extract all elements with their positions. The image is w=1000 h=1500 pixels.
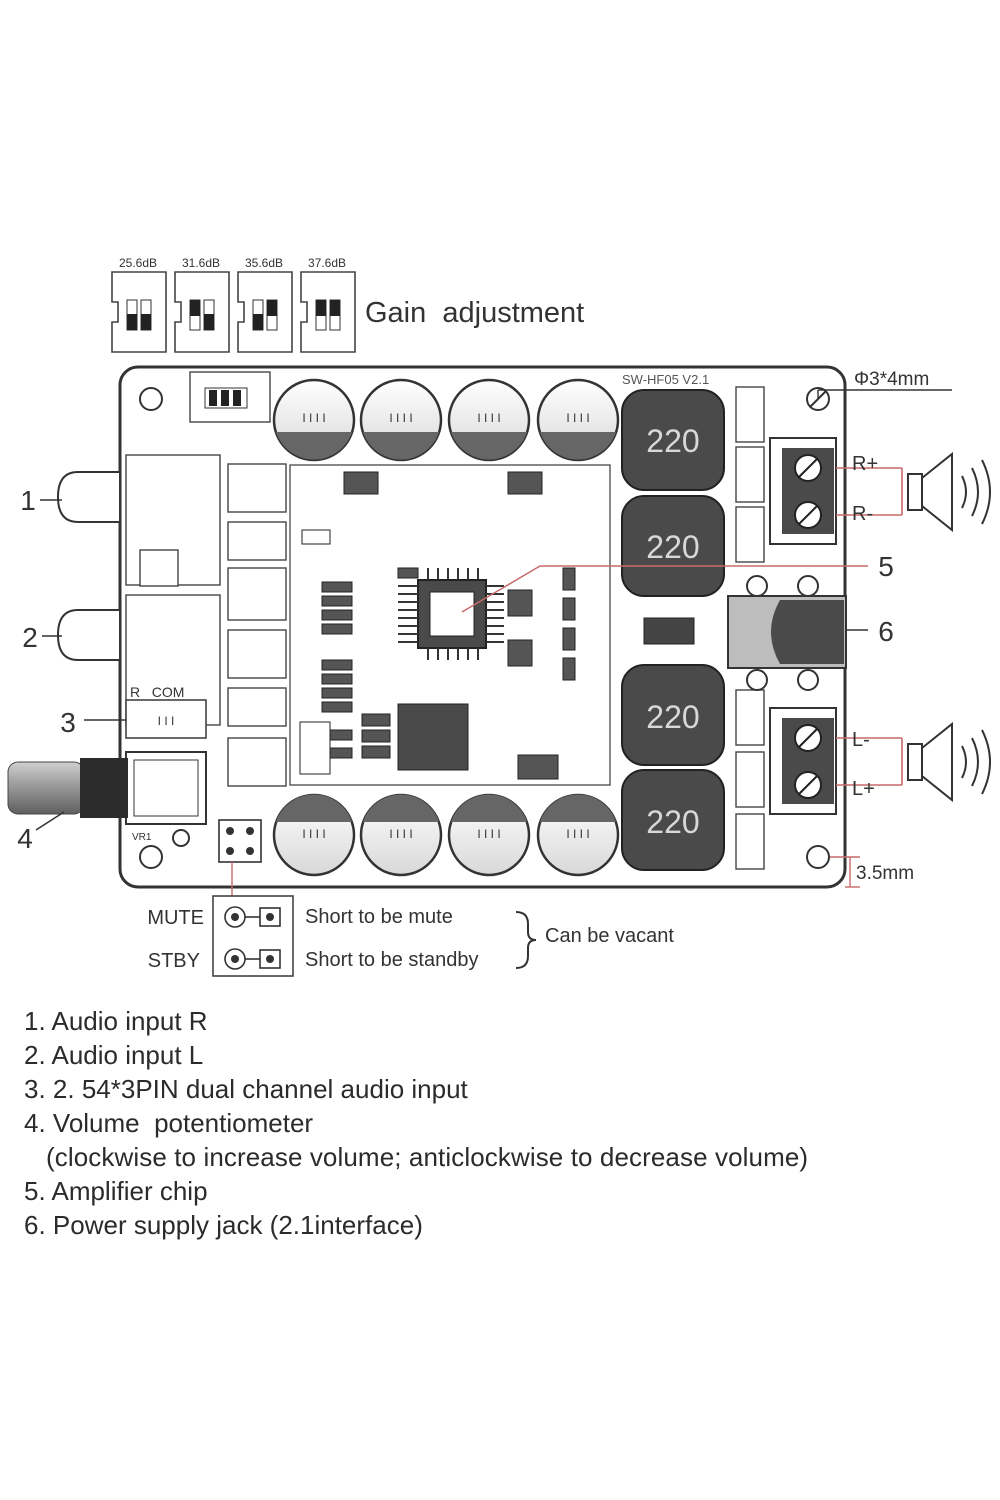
svg-text:I I I I: I I I I <box>302 827 325 841</box>
svg-text:I I I I: I I I I <box>389 827 412 841</box>
dip-switch-1[interactable] <box>111 271 167 353</box>
svg-text:2: 2 <box>22 622 38 653</box>
mute-description: Short to be mute <box>305 906 453 928</box>
legend-list: 1. Audio input R 2. Audio input L 3. 2. … <box>24 1004 999 1242</box>
svg-text:5: 5 <box>878 551 894 582</box>
diode-icon <box>643 617 695 645</box>
legend-item-6: 6. Power supply jack (2.1interface) <box>24 1210 423 1240</box>
inductor-3-label: 220 <box>646 699 699 735</box>
speaker-terminal-left[interactable] <box>769 707 837 815</box>
stby-jumper-icon[interactable] <box>224 948 281 970</box>
mount-hole-bottom-right-icon <box>806 845 830 869</box>
callout-4: 4 <box>17 811 65 854</box>
audio-jack-right[interactable] <box>56 471 121 523</box>
svg-text:1: 1 <box>20 485 36 516</box>
capacitor-top-3-icon: I I I I <box>447 378 531 462</box>
gain-option-1: 25.6dB <box>119 256 157 270</box>
gain-option-2: 31.6dB <box>182 256 220 270</box>
callout-5: 5 <box>461 551 894 613</box>
inductor-3-icon: 220 <box>621 664 725 766</box>
callout-3: 3 <box>60 707 126 738</box>
callout-6: 6 <box>846 616 894 647</box>
svg-text:I I I I: I I I I <box>566 411 589 425</box>
callout-1: 1 <box>20 485 62 516</box>
svg-text:Φ3*4mm: Φ3*4mm <box>854 369 929 390</box>
gain-switch-group: 25.6dB 31.6dB 35.6dB 37.6dB <box>111 256 584 353</box>
inductor-1-label: 220 <box>646 423 699 459</box>
silk-vr-label: VR1 <box>132 832 152 843</box>
amplifier-chip[interactable] <box>398 568 504 660</box>
inductor-4-label: 220 <box>646 804 699 840</box>
terminal-l-minus: L- <box>852 729 870 751</box>
dip-switch-2[interactable] <box>174 271 230 353</box>
stby-description: Short to be standby <box>305 949 478 971</box>
dip-switch-3[interactable] <box>237 271 293 353</box>
terminal-r-plus: R+ <box>852 453 878 475</box>
svg-text:I I I I: I I I I <box>302 411 325 425</box>
volume-potentiometer[interactable]: VR1 <box>125 751 207 847</box>
svg-text:3.5mm: 3.5mm <box>856 863 914 884</box>
mount-hole-top-left-icon <box>139 387 163 411</box>
svg-text:I I I: I I I <box>158 714 175 728</box>
audio-jack-left[interactable] <box>56 609 121 661</box>
gain-option-3: 35.6dB <box>245 256 283 270</box>
inductor-2-label: 220 <box>646 529 699 565</box>
capacitor-top-1-icon: I I I I <box>272 378 356 462</box>
pin-header-3pin[interactable] <box>125 699 207 739</box>
inductor-2-icon: 220 <box>621 495 725 597</box>
legend-item-3: 3. 2. 54*3PIN dual channel audio input <box>24 1074 468 1104</box>
filter-capacitors-right <box>735 386 765 870</box>
jumper-detail: MUTE STBY Short to be mute Short to be s… <box>147 862 674 977</box>
callout-2: 2 <box>22 622 62 653</box>
svg-text:I I I I: I I I I <box>477 827 500 841</box>
mute-jumper-icon[interactable] <box>224 906 281 928</box>
mount-hole-bottom-left-icon <box>139 845 163 869</box>
dip-switch-4[interactable] <box>300 271 356 353</box>
legend-item-2: 2. Audio input L <box>24 1040 204 1070</box>
capacitor-bottom-2-icon: I I I I <box>359 793 443 877</box>
board-model-label: SW-HF05 V2.1 <box>622 372 709 387</box>
silk-r-com-label: R COM <box>130 684 184 700</box>
svg-text:I I I I: I I I I <box>566 827 589 841</box>
svg-text:6: 6 <box>878 616 894 647</box>
gain-adjustment-title: Gain adjustment <box>365 297 584 329</box>
capacitor-bottom-1-icon: I I I I <box>272 793 356 877</box>
inductor-1-icon: 220 <box>621 389 725 491</box>
mute-label: MUTE <box>147 907 204 929</box>
terminal-l-plus: L+ <box>852 778 875 800</box>
gain-option-4: 37.6dB <box>308 256 346 270</box>
onboard-dip-switch[interactable] <box>189 371 271 423</box>
speaker-right: R+ R- <box>836 451 991 533</box>
edge-dimension: 3.5mm <box>830 856 914 888</box>
svg-text:I I I I: I I I I <box>389 411 412 425</box>
speaker-left-icon <box>907 721 991 803</box>
speaker-right-icon <box>907 451 991 533</box>
legend-item-5: 5. Amplifier chip <box>24 1176 208 1206</box>
capacitor-bottom-4-icon: I I I I <box>536 793 620 877</box>
svg-text:3: 3 <box>60 707 76 738</box>
legend-item-4-note: (clockwise to increase volume; anticlock… <box>46 1142 809 1172</box>
svg-text:I I I I: I I I I <box>477 411 500 425</box>
vacant-note: Can be vacant <box>545 925 674 947</box>
brace-icon <box>515 911 537 969</box>
terminal-r-minus: R- <box>852 503 873 525</box>
capacitor-top-2-icon: I I I I <box>359 378 443 462</box>
smd-components <box>299 471 576 780</box>
legend-item-4: 4. Volume potentiometer <box>24 1108 314 1138</box>
speaker-terminal-right[interactable] <box>769 437 837 545</box>
svg-text:4: 4 <box>17 823 33 854</box>
pcb-board: SW-HF05 V2.1 I I I I I I I I I I I I <box>118 365 847 889</box>
power-supply-jack[interactable] <box>727 575 847 691</box>
mute-stby-pads[interactable] <box>218 819 262 863</box>
capacitor-top-4-icon: I I I I <box>536 378 620 462</box>
potentiometer-knob-icon[interactable] <box>7 758 128 818</box>
hole-dimension: Φ3*4mm <box>817 369 952 399</box>
legend-item-1: 1. Audio input R <box>24 1006 208 1036</box>
speaker-left: L- L+ <box>836 721 991 803</box>
stby-label: STBY <box>148 950 200 972</box>
inductor-4-icon: 220 <box>621 769 725 871</box>
capacitor-bottom-3-icon: I I I I <box>447 793 531 877</box>
